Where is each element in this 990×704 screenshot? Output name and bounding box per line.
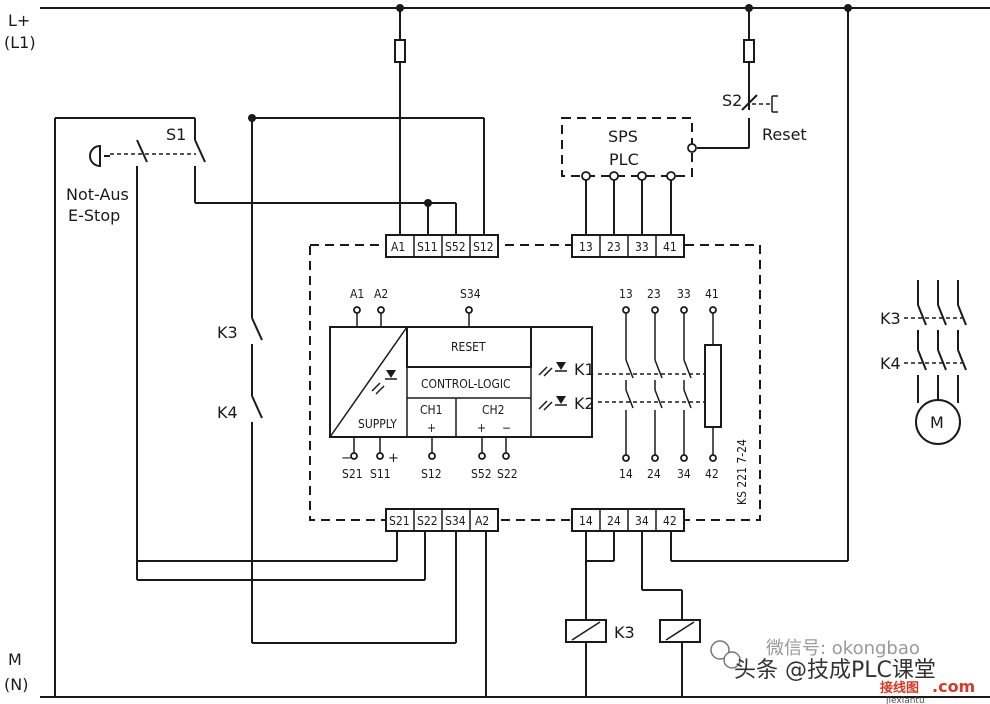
optocoupler-k1-icon xyxy=(538,362,567,377)
rail-bottom-sub: (N) xyxy=(4,675,28,694)
motor-icon xyxy=(915,399,961,445)
module-pol-minus: − xyxy=(341,451,352,466)
terminal-s12: S12 xyxy=(473,240,494,254)
module-bottom-s21: S21 xyxy=(342,467,363,481)
terminal-a2: A2 xyxy=(475,514,489,528)
watermark-line5: jiexiantu xyxy=(885,696,925,704)
terminal-s21: S21 xyxy=(389,514,410,528)
terminal-s52: S52 xyxy=(445,240,466,254)
motor-circuit xyxy=(904,280,967,445)
module-supply: SUPPLY xyxy=(358,417,397,431)
contact-k4: K4 xyxy=(217,403,238,422)
diode-icon xyxy=(371,370,397,395)
module-bottom-s52: S52 xyxy=(471,467,492,481)
optocoupler-k2-icon xyxy=(538,396,567,411)
module-control-logic: CONTROL-LOGIC xyxy=(421,377,511,391)
terminal-s22: S22 xyxy=(417,514,438,528)
terminal-13: 13 xyxy=(579,240,593,254)
module-pol-plus: + xyxy=(388,451,399,466)
module-ch2-pol-b: − xyxy=(502,421,511,435)
fuse-a1 xyxy=(394,39,406,63)
plc-line1: SPS xyxy=(608,127,638,146)
contact-bottom-24: 24 xyxy=(647,467,661,481)
module-top-s34: S34 xyxy=(460,287,481,301)
watermark-line4: .com xyxy=(932,677,975,696)
terminal-34: 34 xyxy=(635,514,649,528)
terminal-s34: S34 xyxy=(445,514,466,528)
watermark-line3: 接线图 xyxy=(880,680,919,696)
estop-mushroom-icon xyxy=(89,144,101,168)
module-top-a2: A2 xyxy=(374,287,388,301)
rail-bottom-label: M xyxy=(8,650,22,669)
terminals-bottom-left: S21 S22 S34 A2 xyxy=(385,508,499,532)
fuse-s2 xyxy=(743,39,755,63)
module-ch2: CH2 xyxy=(482,403,505,417)
module-ch1: CH1 xyxy=(420,403,443,417)
wechat-logo-icon xyxy=(710,640,741,669)
estop-label1: Not-Aus xyxy=(66,185,129,204)
terminals-bottom-right: 14 24 34 42 xyxy=(571,508,685,532)
terminal-42: 42 xyxy=(663,514,677,528)
watermark-line2: 头条 @技成PLC课堂 xyxy=(734,658,936,683)
contact-bottom-42: 42 xyxy=(705,467,719,481)
watermark-line1: 微信号: okongbao xyxy=(766,638,920,659)
module-reset: RESET xyxy=(451,340,486,354)
terminal-33: 33 xyxy=(635,240,649,254)
terminal-s11: S11 xyxy=(417,240,438,254)
terminal-24: 24 xyxy=(607,514,621,528)
contact-bottom-14: 14 xyxy=(619,467,633,481)
terminal-14: 14 xyxy=(579,514,593,528)
estop-label2: E-Stop xyxy=(68,206,120,225)
contact-top-13: 13 xyxy=(619,287,633,301)
reset-label: Reset xyxy=(762,125,807,144)
estop-switch: S1 xyxy=(166,125,186,144)
coil-k3-label: K3 xyxy=(614,623,635,642)
motor-k3: K3 xyxy=(880,309,901,328)
contact-k3: K3 xyxy=(217,323,238,342)
motor-symbol: M xyxy=(930,413,944,432)
module-k1: K1 xyxy=(574,360,595,379)
terminal-23: 23 xyxy=(607,240,621,254)
output-contacts xyxy=(598,306,722,462)
contact-bottom-34: 34 xyxy=(677,467,691,481)
module-k2: K2 xyxy=(574,394,595,413)
module-bottom-s11: S11 xyxy=(370,467,391,481)
module-ch2-pol-a: + xyxy=(477,421,486,435)
contact-top-33: 33 xyxy=(677,287,691,301)
module-top-a1: A1 xyxy=(350,287,364,301)
module-ch1-pol: + xyxy=(427,421,436,435)
contact-top-41: 41 xyxy=(705,287,719,301)
module-bottom-s12: S12 xyxy=(421,467,442,481)
terminal-a1: A1 xyxy=(391,240,405,254)
reset-switch-label: S2 xyxy=(722,91,742,110)
module-model: KS 221 7-24 xyxy=(735,439,749,505)
plc-line2: PLC xyxy=(609,150,639,169)
contact-top-23: 23 xyxy=(647,287,661,301)
terminal-41: 41 xyxy=(663,240,677,254)
module-bottom-s22: S22 xyxy=(497,467,518,481)
terminals-top-right: 13 23 33 41 xyxy=(571,234,685,258)
motor-k4: K4 xyxy=(880,354,901,373)
rail-top-sub: (L1) xyxy=(4,33,36,52)
relay-module-border xyxy=(309,244,761,521)
terminals-top-left: A1 S11 S52 S12 xyxy=(385,234,499,258)
rail-top-label: L+ xyxy=(8,11,30,30)
